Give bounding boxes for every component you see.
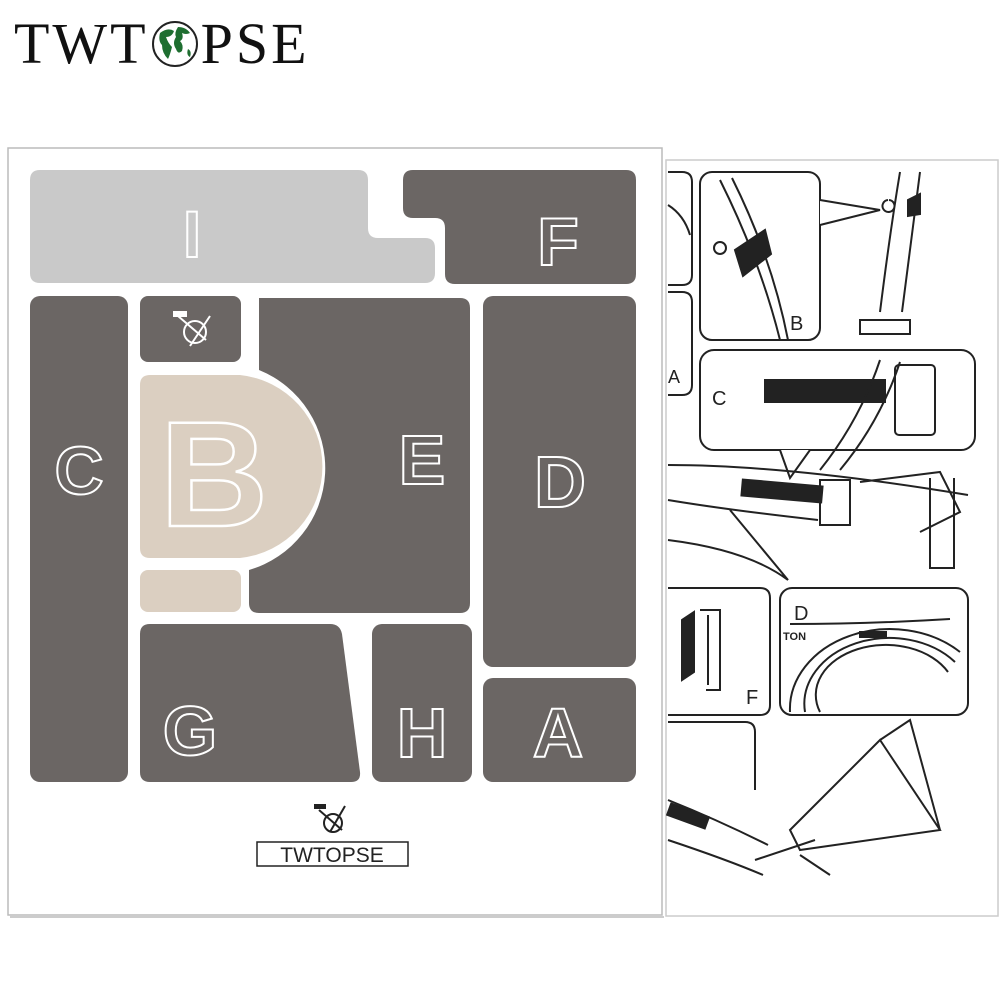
diagram-label-b: B xyxy=(790,313,803,335)
brand-text-post: PSE xyxy=(200,11,310,76)
piece-i: I xyxy=(30,170,435,283)
globe-icon xyxy=(151,21,198,67)
piece-d: D xyxy=(483,296,636,667)
bike-logo-icon xyxy=(173,311,211,347)
piece-b: B xyxy=(140,375,323,612)
piece-h: H xyxy=(372,624,472,782)
piece-g-label: G xyxy=(163,692,217,770)
piece-i-label: I xyxy=(183,197,201,271)
piece-g: G xyxy=(140,624,361,782)
piece-h-label: H xyxy=(397,694,448,772)
piece-e-label: E xyxy=(399,421,446,499)
piece-f: F xyxy=(403,170,636,284)
piece-b-label: B xyxy=(160,390,268,558)
footer-logo: TWTOPSE xyxy=(256,804,409,867)
diagram-label-f: F xyxy=(746,687,758,709)
piece-d-label: D xyxy=(534,443,586,523)
bike-logo-icon xyxy=(314,804,346,833)
piece-c-label: C xyxy=(54,433,103,509)
brand-text-pre: TWT xyxy=(14,11,149,76)
piece-a: A xyxy=(483,678,636,782)
diagram-panel-b: B xyxy=(699,171,881,341)
piece-e: E xyxy=(249,298,470,613)
piece-logo xyxy=(140,296,241,362)
diagram-label-ton: TON xyxy=(783,631,806,643)
piece-a-label: A xyxy=(533,694,584,772)
diagram-label-a: A xyxy=(668,367,680,387)
sticker-sheet: I F C B E D xyxy=(7,147,664,918)
brand-logo: TWT PSE xyxy=(14,14,310,74)
diagram-panel-d: D TON xyxy=(779,587,969,716)
footer-logo-text: TWTOPSE xyxy=(280,844,383,867)
piece-c: C xyxy=(30,296,128,782)
diagram-panel-c: C xyxy=(699,349,976,481)
diagram-label-c: C xyxy=(712,388,726,410)
installation-diagram: A B C F xyxy=(665,159,999,917)
diagram-label-d: D xyxy=(794,603,808,625)
diagram-panel-f: F xyxy=(668,587,771,716)
piece-f-label: F xyxy=(537,204,579,280)
